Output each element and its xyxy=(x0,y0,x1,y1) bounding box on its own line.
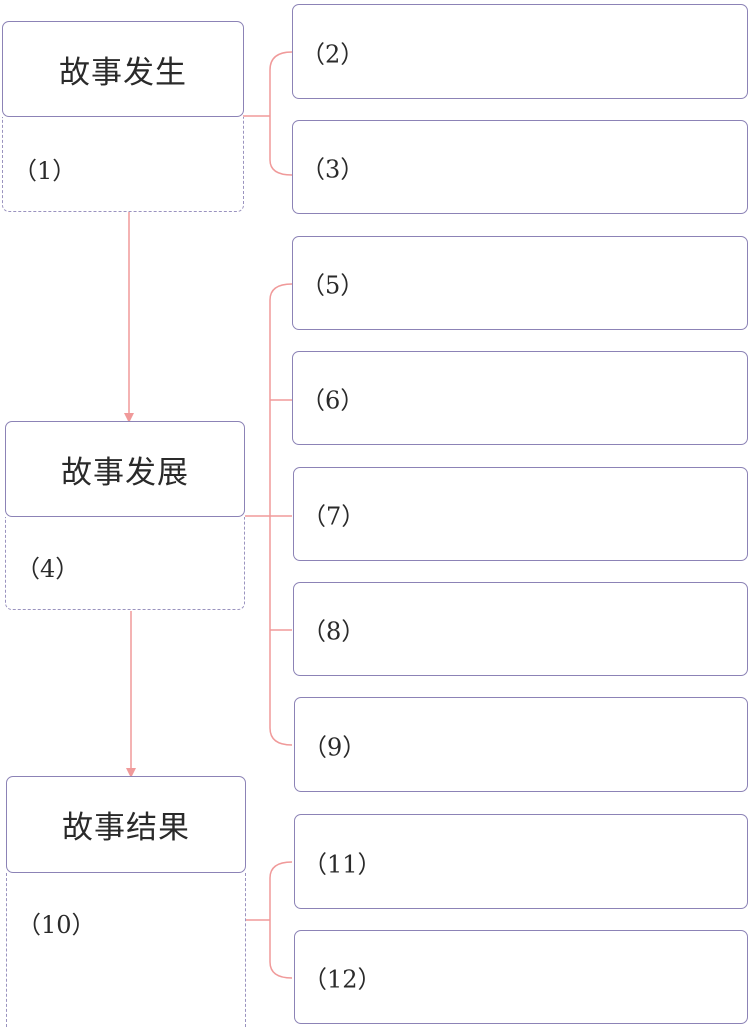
answer-box-label: （6） xyxy=(301,386,365,415)
stage-title-development: 故事发展 xyxy=(5,421,245,517)
stage-title-result: 故事结果 xyxy=(6,776,246,873)
answer-box-label: （5） xyxy=(301,271,365,300)
stage-title-occurrence: 故事发生 xyxy=(2,21,244,117)
stage-note-box-1[interactable]: （1） xyxy=(2,117,244,212)
stage-note-box-10[interactable]: （10） xyxy=(6,873,246,1027)
answer-box-6[interactable]: （6） xyxy=(292,351,748,445)
answer-box-label: （8） xyxy=(302,617,366,646)
answer-box-3[interactable]: （3） xyxy=(292,120,748,214)
answer-box-5[interactable]: （5） xyxy=(292,236,748,330)
answer-box-7[interactable]: （7） xyxy=(293,467,748,561)
stage-note-box-4[interactable]: （4） xyxy=(5,517,245,610)
stage-note-label: （4） xyxy=(16,555,80,583)
answer-box-2[interactable]: （2） xyxy=(292,4,748,99)
stage-note-label: （1） xyxy=(13,157,77,185)
answer-box-label: （11） xyxy=(303,850,382,878)
stage-note-label: （10） xyxy=(17,911,96,939)
answer-box-label: （9） xyxy=(303,733,367,761)
branch-bracket-stage-1 xyxy=(269,51,293,176)
answer-box-label: （3） xyxy=(301,155,365,184)
branch-bracket-stage-3 xyxy=(269,861,293,979)
answer-box-12[interactable]: （12） xyxy=(294,930,748,1024)
answer-box-8[interactable]: （8） xyxy=(293,582,748,676)
branch-bracket-stage-2 xyxy=(269,283,293,746)
answer-box-label: （2） xyxy=(301,40,365,68)
answer-box-11[interactable]: （11） xyxy=(294,814,748,909)
answer-box-label: （7） xyxy=(302,502,366,531)
answer-box-label: （12） xyxy=(303,965,382,994)
answer-box-9[interactable]: （9） xyxy=(294,697,748,792)
